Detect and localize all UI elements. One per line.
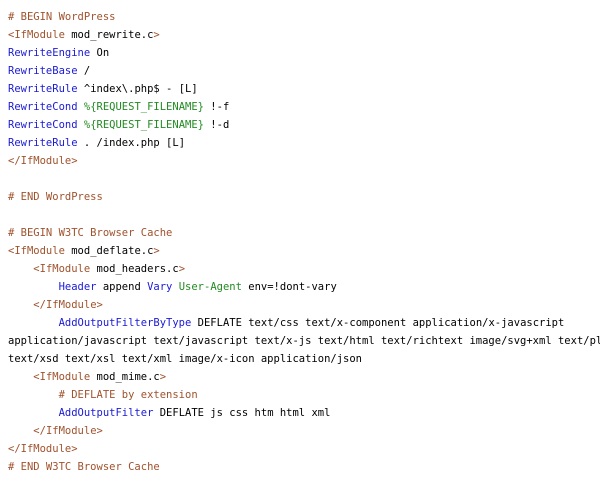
code-line: <IfModule mod_headers.c> — [8, 260, 600, 278]
code-line: text/xsd text/xsl text/xml image/x-icon … — [8, 350, 600, 368]
code-line: RewriteRule . /index.php [L] — [8, 134, 600, 152]
directive-args: ^index\.php$ - [L] — [77, 83, 198, 95]
code-line: # BEGIN W3TC Browser Cache — [8, 224, 600, 242]
directive-args: DEFLATE text/css text/x-component applic… — [191, 317, 565, 329]
directive-args: !-d — [203, 119, 230, 131]
tag-close: > — [153, 29, 160, 41]
directive-args: On — [90, 47, 110, 59]
indent — [8, 425, 33, 437]
code-line: </IfModule> — [8, 152, 600, 170]
directive: AddOutputFilterByType — [58, 317, 192, 329]
code-line: AddOutputFilterByType DEFLATE text/css t… — [8, 314, 600, 332]
indent — [8, 299, 33, 311]
directive: AddOutputFilter — [58, 407, 154, 419]
directive-args: / — [77, 65, 91, 77]
indent — [8, 317, 59, 329]
variable: %{REQUEST_FILENAME} — [77, 101, 204, 113]
comment-text: # END W3TC Browser Cache — [8, 461, 160, 473]
tag-arg: mod_headers.c — [90, 263, 179, 275]
header-value: User-Agent — [172, 281, 242, 293]
variable: %{REQUEST_FILENAME} — [77, 119, 204, 131]
code-line: RewriteCond %{REQUEST_FILENAME} !-d — [8, 116, 600, 134]
code-line: <IfModule mod_deflate.c> — [8, 242, 600, 260]
indent — [8, 389, 59, 401]
tag-arg: mod_rewrite.c — [64, 29, 154, 41]
tag-arg: mod_mime.c — [90, 371, 160, 383]
tag-close: </IfModule> — [33, 425, 103, 437]
comment-text: # DEFLATE by extension — [58, 389, 198, 401]
blank-line — [8, 206, 600, 224]
code-line: # DEFLATE by extension — [8, 386, 600, 404]
tag-close: > — [159, 371, 167, 383]
code-line: </IfModule> — [8, 296, 600, 314]
code-line: # BEGIN WordPress — [8, 8, 600, 26]
code-line: RewriteRule ^index\.php$ - [L] — [8, 80, 600, 98]
tag-close: > — [178, 263, 186, 275]
tag-arg: mod_deflate.c — [64, 245, 154, 257]
code-line: RewriteCond %{REQUEST_FILENAME} !-f — [8, 98, 600, 116]
directive: RewriteRule — [8, 137, 78, 149]
comment-text: # BEGIN WordPress — [8, 11, 116, 23]
code-line: AddOutputFilter DEFLATE js css htm html … — [8, 404, 600, 422]
code-line: application/javascript text/javascript t… — [8, 332, 600, 350]
code-line: RewriteEngine On — [8, 44, 600, 62]
tag-close: </IfModule> — [8, 443, 78, 455]
tag-close: > — [153, 245, 160, 257]
code-line: <IfModule mod_mime.c> — [8, 368, 600, 386]
tag-open: <IfModule — [33, 371, 91, 383]
code-line: # END W3TC Browser Cache — [8, 458, 600, 476]
tag-open: <IfModule — [8, 29, 65, 41]
directive-args: !-f — [203, 101, 230, 113]
code-line: # END WordPress — [8, 188, 600, 206]
indent — [8, 371, 33, 383]
code-line: </IfModule> — [8, 440, 600, 458]
directive-args: DEFLATE js css htm html xml — [153, 407, 331, 419]
directive-args: text/xsd text/xsl text/xml image/x-icon … — [8, 353, 363, 365]
tag-open: <IfModule — [33, 263, 91, 275]
tag-close: </IfModule> — [33, 299, 103, 311]
directive: RewriteCond — [8, 101, 78, 113]
directive: RewriteEngine — [8, 47, 91, 59]
code-line: RewriteBase / — [8, 62, 600, 80]
tag-close: </IfModule> — [8, 155, 78, 167]
comment-text: # END WordPress — [8, 191, 103, 203]
directive: RewriteBase — [8, 65, 78, 77]
directive-args: application/javascript text/javascript t… — [8, 335, 600, 347]
indent — [8, 407, 59, 419]
directive: RewriteCond — [8, 119, 78, 131]
blank-line — [8, 170, 600, 188]
directive-args: append — [96, 281, 148, 293]
code-line: </IfModule> — [8, 422, 600, 440]
comment-text: # BEGIN W3TC Browser Cache — [8, 227, 173, 239]
indent — [8, 263, 33, 275]
directive: RewriteRule — [8, 83, 78, 95]
directive: Vary — [147, 281, 173, 293]
directive-args: env=!dont-vary — [241, 281, 337, 293]
code-line: Header append Vary User-Agent env=!dont-… — [8, 278, 600, 296]
code-line: <IfModule mod_rewrite.c> — [8, 26, 600, 44]
directive: Header — [58, 281, 97, 293]
indent — [8, 281, 59, 293]
tag-open: <IfModule — [8, 245, 65, 257]
directive-args: . /index.php [L] — [77, 137, 186, 149]
